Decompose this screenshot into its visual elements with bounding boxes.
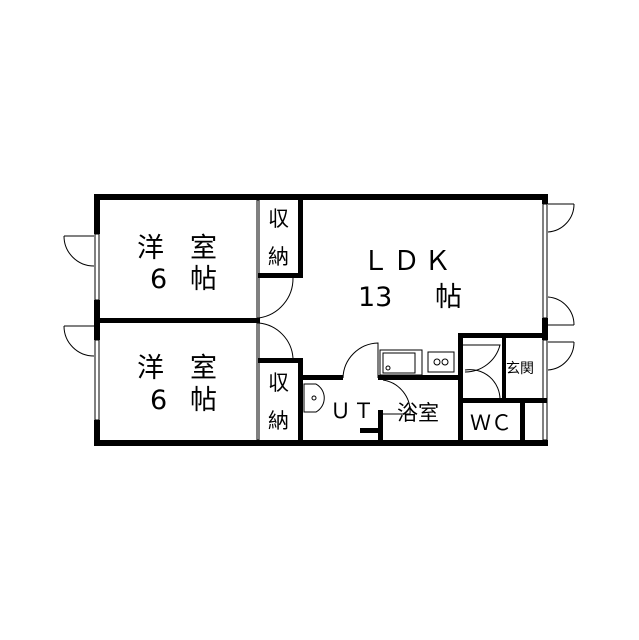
room2-size-unit: 帖 (190, 385, 217, 416)
room1-label-a: 洋 (137, 233, 164, 264)
ldk-size-num: 13 (358, 282, 392, 313)
washbasin (303, 383, 325, 413)
ldk-size-unit: 帖 (435, 282, 462, 313)
room2-size-num: 6 (150, 385, 167, 416)
stove (427, 351, 455, 373)
windows-left (63, 233, 100, 421)
room2-label-b: 室 (190, 353, 217, 384)
storage2-label-b: 納 (268, 409, 289, 433)
interior-walls (94, 194, 548, 446)
storage2-label-a: 収 (268, 371, 289, 395)
room1-size-num: 6 (150, 264, 167, 295)
toilet-label: ＷＣ (470, 411, 512, 435)
room1-size-unit: 帖 (190, 264, 217, 295)
entrance-label: 玄関 (506, 360, 534, 377)
doors (258, 277, 501, 415)
utility-label: ＵＴ (330, 399, 376, 423)
storage1-label-b: 納 (268, 245, 289, 269)
storage1-label-a: 収 (268, 207, 289, 231)
bathroom-label: 浴室 (397, 401, 439, 425)
room1-label-b: 室 (190, 233, 217, 264)
windows-right (542, 203, 575, 441)
room2-label-a: 洋 (137, 353, 164, 384)
ldk-label: ＬＤＫ (362, 246, 455, 277)
kitchen-sink (379, 349, 423, 376)
